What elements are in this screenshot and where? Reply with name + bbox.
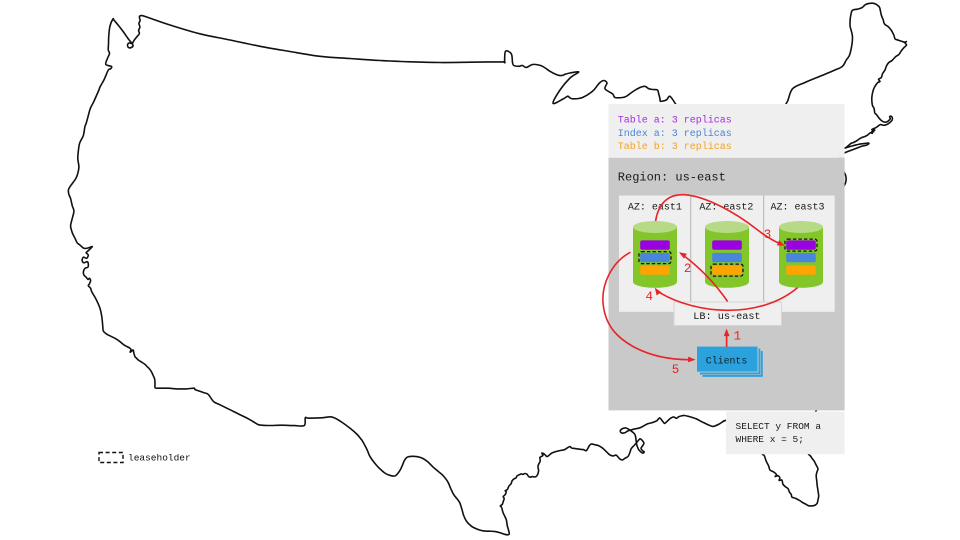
svg-text:4: 4 <box>646 290 654 304</box>
svg-text:leaseholder: leaseholder <box>128 453 191 464</box>
svg-text:Region: us-east: Region: us-east <box>618 171 726 185</box>
svg-text:AZ: east1: AZ: east1 <box>628 203 682 214</box>
svg-text:AZ: east3: AZ: east3 <box>771 203 825 214</box>
svg-text:AZ: east2: AZ: east2 <box>699 203 753 214</box>
svg-text:Clients: Clients <box>706 355 748 366</box>
svg-text:1: 1 <box>734 329 742 343</box>
svg-text:Table a: 3 replicas: Table a: 3 replicas <box>618 115 732 127</box>
svg-text:LB: us-east: LB: us-east <box>693 312 760 323</box>
svg-text:WHERE x = 5;: WHERE x = 5; <box>736 434 804 445</box>
svg-text:Index a: 3 replicas: Index a: 3 replicas <box>618 128 732 140</box>
svg-text:2: 2 <box>684 262 692 276</box>
svg-text:Table b: 3 replicas: Table b: 3 replicas <box>618 141 732 153</box>
svg-text:5: 5 <box>672 363 680 377</box>
svg-text:SELECT y FROM a: SELECT y FROM a <box>736 421 822 432</box>
svg-text:3: 3 <box>764 228 772 242</box>
